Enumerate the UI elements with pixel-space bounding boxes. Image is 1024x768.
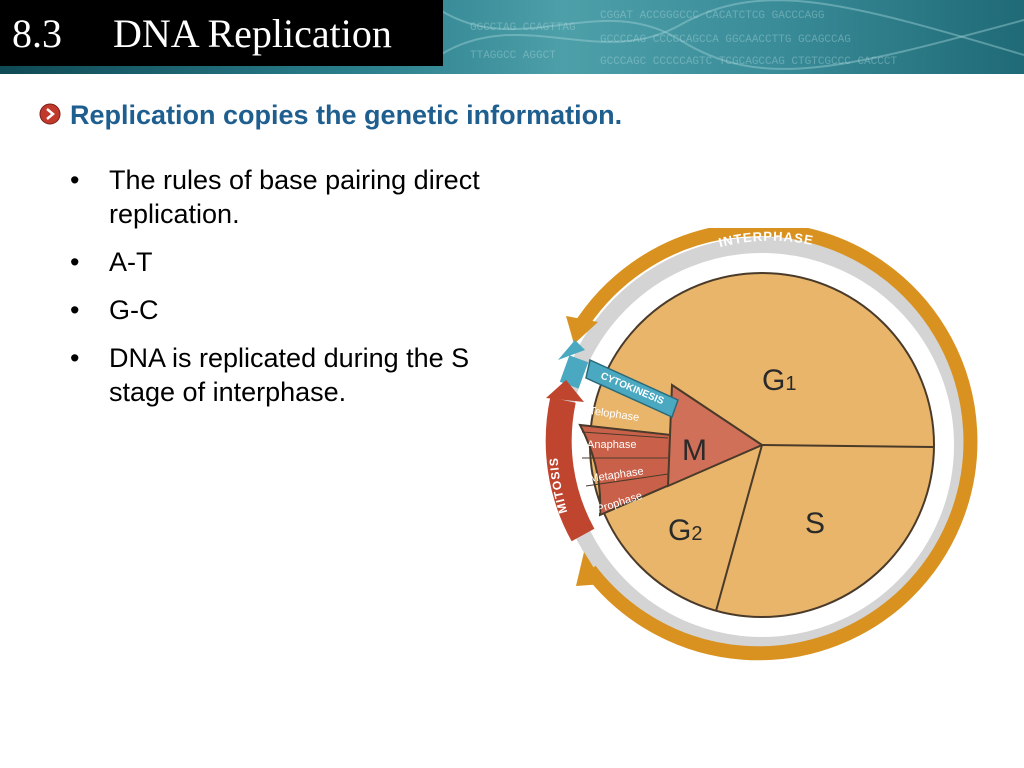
bullet-dot-icon: • xyxy=(70,295,80,325)
bullet-text: The rules of base pairing direct replica… xyxy=(109,165,480,229)
cytokinesis-strip xyxy=(585,358,679,419)
bullet-list: • The rules of base pairing direct replic… xyxy=(70,163,610,423)
g1-label: G1 xyxy=(762,364,796,397)
svg-text:TTAGGCC AGGCT: TTAGGCC AGGCT xyxy=(470,50,556,62)
bullet-dot-icon: • xyxy=(70,165,80,195)
bottom-arrow-head-icon xyxy=(576,552,604,586)
phase-label-anaphase: Anaphase xyxy=(587,439,637,451)
bullet-text: DNA is replicated during the S stage of … xyxy=(109,343,470,407)
cytokinesis-arrow-head-icon xyxy=(558,340,585,360)
bullet-item: • DNA is replicated during the S stage of… xyxy=(70,341,529,409)
section-number: 8.3 xyxy=(12,11,62,56)
mitosis-arrow xyxy=(545,397,595,542)
mitosis-arrow-head-icon xyxy=(546,380,584,402)
svg-text:GGCCTAG CCAGTTAG: GGCCTAG CCAGTTAG xyxy=(470,22,576,34)
cell-cycle-diagram: INTERPHASE CYTOKINESIS Telophase Anaphas… xyxy=(545,228,978,661)
m-label: M xyxy=(682,434,707,467)
svg-text:GCCCAGC CCCCCAGTC TCGCAGCCAG C: GCCCAGC CCCCCAGTC TCGCAGCCAG CTGTCGCCC C… xyxy=(600,56,897,68)
main-point-bullet-icon xyxy=(39,103,61,125)
phase-divider xyxy=(581,431,669,439)
g2-label: G2 xyxy=(668,514,702,547)
m-sector xyxy=(666,383,765,488)
cytokinesis-arrow xyxy=(559,355,589,389)
bullet-dot-icon: • xyxy=(70,247,80,277)
bullet-text: G-C xyxy=(109,295,159,325)
header-banner: CGGAT ACCGGGCCC CACATCTCG GACCCAGG GCCCC… xyxy=(0,0,1024,74)
svg-text:GCCCCAG CCCCCAGCCA GGCAACCTTG: GCCCCAG CCCCCAGCCA GGCAACCTTG GCAGCCAG xyxy=(600,34,851,46)
dna-background-graphic: CGGAT ACCGGGCCC CACATCTCG GACCCAGG GCCCC… xyxy=(439,0,1024,70)
main-point: Replication copies the genetic informati… xyxy=(70,100,623,130)
divider-s-g2 xyxy=(715,444,763,612)
s-label: S xyxy=(805,507,825,540)
divider-g1-s xyxy=(761,444,934,448)
bullet-item: • A-T xyxy=(70,245,610,279)
bullet-item: • The rules of base pairing direct replic… xyxy=(70,163,610,231)
slide-title: DNA Replication xyxy=(113,11,392,56)
bullet-dot-icon: • xyxy=(70,343,80,373)
title-box: 8.3 DNA Replication xyxy=(0,0,443,66)
interphase-arrow-head-icon xyxy=(566,316,598,344)
interphase-arrow xyxy=(572,228,978,661)
bullet-text: A-T xyxy=(109,247,153,277)
svg-text:CGGAT ACCGGGCCC CACATCTCG GACC: CGGAT ACCGGGCCC CACATCTCG GACCCAGG xyxy=(600,10,824,22)
phase-divider xyxy=(585,473,669,487)
bullet-item: • G-C xyxy=(70,293,610,327)
